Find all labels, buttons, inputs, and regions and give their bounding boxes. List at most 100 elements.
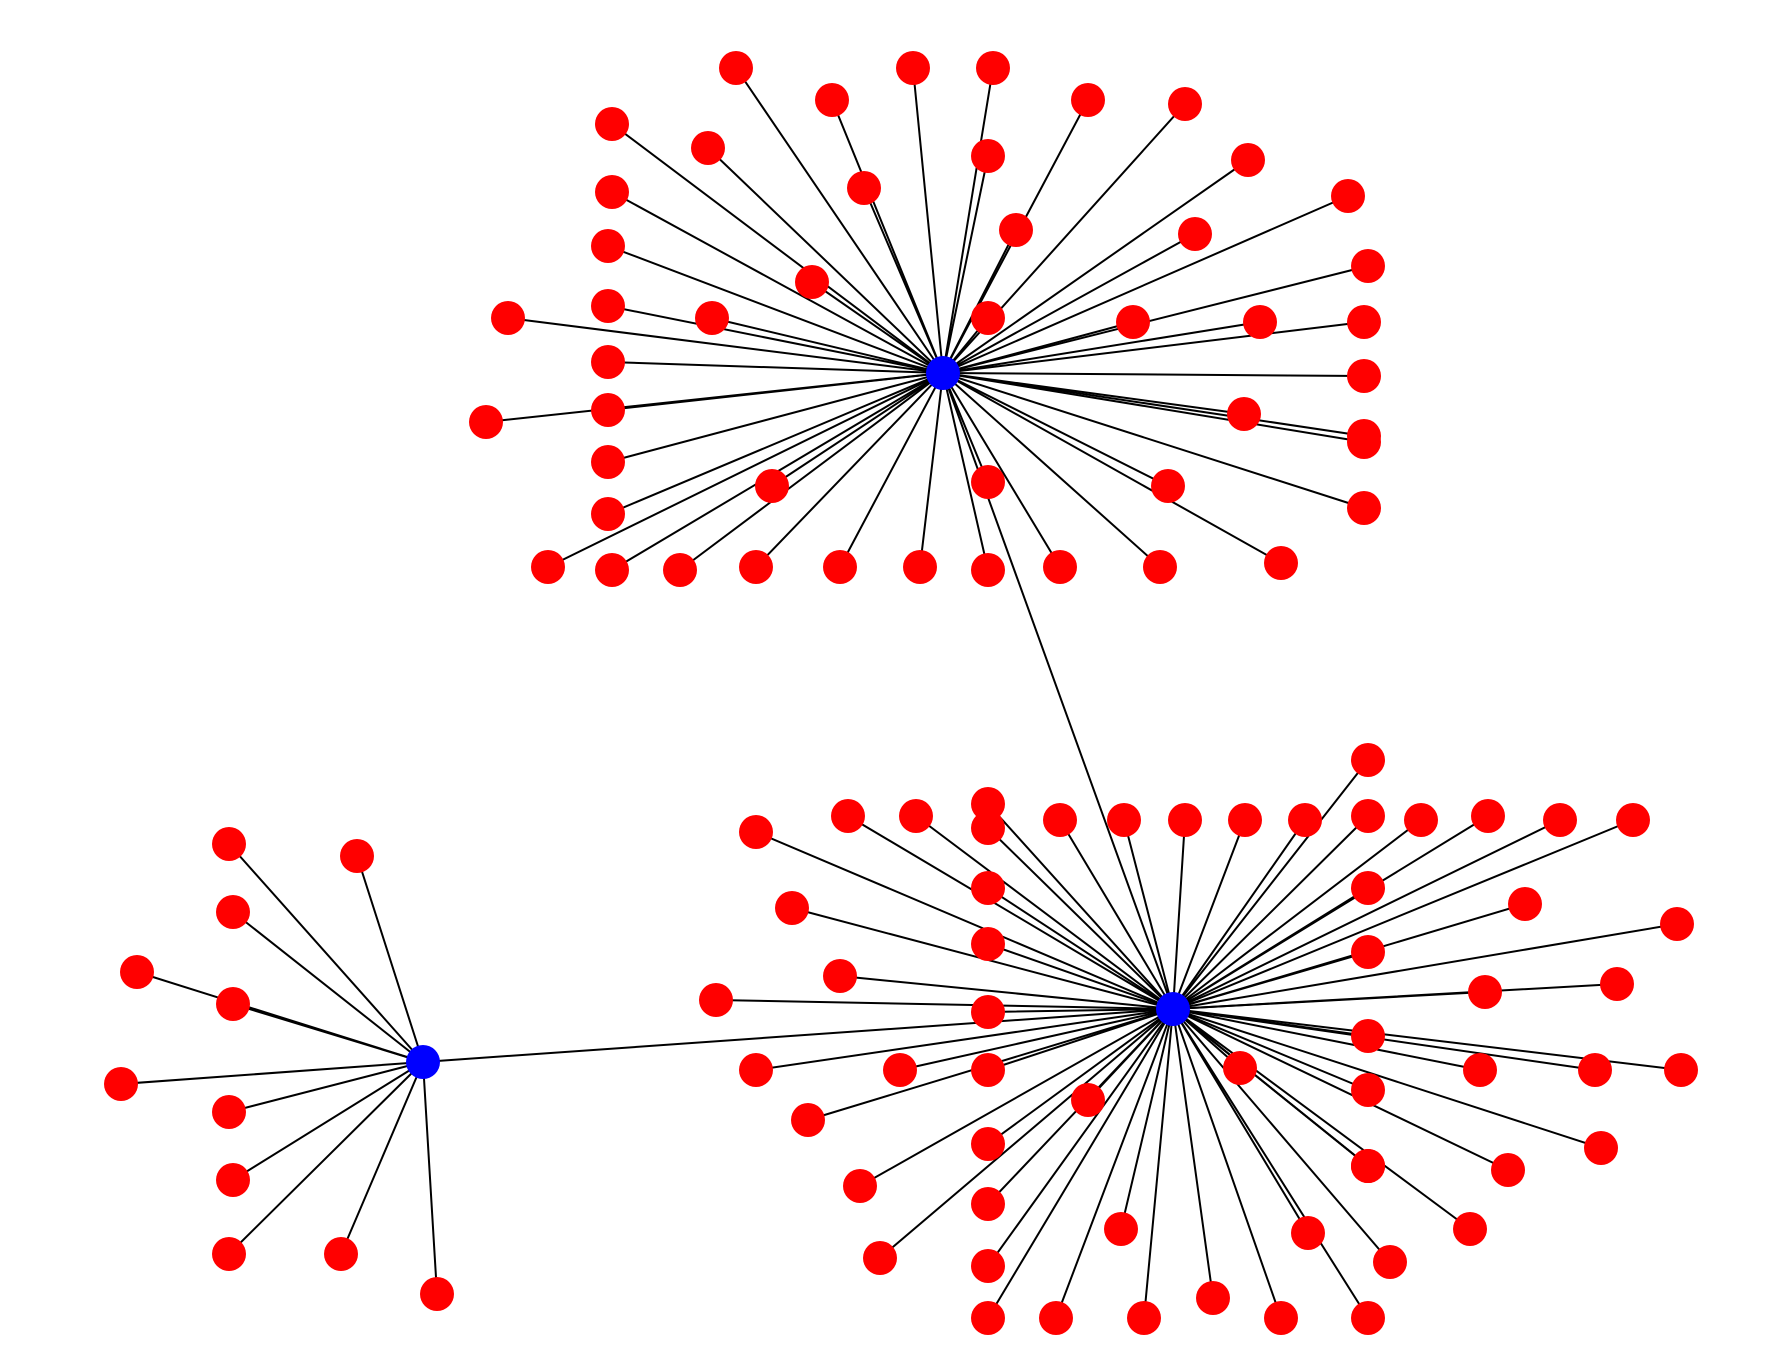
leaf-node [971, 301, 1005, 335]
leaf-edge [755, 831, 1174, 1010]
leaf-node [340, 839, 374, 873]
leaf-node [691, 131, 725, 165]
leaf-node [1351, 1073, 1385, 1107]
leaf-node [739, 815, 773, 849]
leaf-edge [755, 372, 944, 568]
leaf-node [1616, 803, 1650, 837]
leaf-node [591, 393, 625, 427]
leaf-edge [1120, 1008, 1174, 1230]
leaf-edge [340, 1061, 424, 1255]
leaf-node [1351, 871, 1385, 905]
leaf-node [971, 871, 1005, 905]
leaf-node [1107, 803, 1141, 837]
leaf-edge [942, 372, 989, 571]
leaf-node [791, 1103, 825, 1137]
leaf-edge [1172, 1008, 1369, 1319]
leaf-node [823, 550, 857, 584]
leaf-node [1660, 907, 1694, 941]
leaf-edge [607, 372, 944, 515]
leaf-edge [919, 372, 944, 568]
leaf-node [104, 1067, 138, 1101]
leaf-node [1043, 550, 1077, 584]
leaf-node [971, 1053, 1005, 1087]
leaf-node [1178, 217, 1212, 251]
leaf-node [831, 799, 865, 833]
leaf-node [469, 405, 503, 439]
leaf-edge [607, 305, 944, 374]
leaf-node [971, 787, 1005, 821]
leaf-edge [942, 372, 1282, 564]
leaf-node [1228, 803, 1262, 837]
leaf-node [1347, 491, 1381, 525]
leaf-node [815, 83, 849, 117]
leaf-node [695, 301, 729, 335]
leaf-edge [1172, 1008, 1602, 1149]
leaf-node [719, 51, 753, 85]
leaf-node [120, 955, 154, 989]
leaf-edge [942, 372, 1161, 568]
leaf-node [491, 301, 525, 335]
leaf-node [1071, 83, 1105, 117]
leaf-node [739, 550, 773, 584]
leaf-edge [607, 372, 944, 411]
leaf-edge [942, 321, 1261, 374]
leaf-edge [1172, 819, 1186, 1010]
leaf-node [1104, 1212, 1138, 1246]
leaf-node [971, 465, 1005, 499]
leaf-edge [1055, 1008, 1174, 1319]
leaf-edge [771, 372, 944, 487]
leaf-edge [1172, 983, 1618, 1010]
leaf-node [999, 213, 1033, 247]
leaf-node [591, 445, 625, 479]
leaf-edge [942, 372, 1061, 568]
leaf-node [591, 229, 625, 263]
leaf-edge [839, 372, 944, 568]
leaf-edge [707, 147, 944, 374]
leaf-edge [1172, 819, 1634, 1010]
leaf-node [1196, 1281, 1230, 1315]
leaf-edge [942, 372, 1169, 487]
leaf-edge [942, 321, 1134, 374]
leaf-node [1143, 550, 1177, 584]
leaf-node [1347, 359, 1381, 393]
leaf-node [1288, 803, 1322, 837]
leaf-node [1347, 305, 1381, 339]
hub-nodes-layer [406, 356, 1190, 1079]
leaf-node [1351, 743, 1385, 777]
leaf-node [324, 1237, 358, 1271]
leaf-edge [847, 815, 1174, 1010]
leaf-edge [942, 155, 989, 374]
leaf-edge [1172, 1008, 1471, 1230]
leaf-node [1347, 425, 1381, 459]
leaf-edge [942, 321, 1365, 374]
leaf-edge [811, 281, 944, 374]
leaf-node [847, 171, 881, 205]
leaf-node [739, 1053, 773, 1087]
leaf-node [971, 927, 1005, 961]
leaf-edge [863, 187, 944, 374]
leaf-node [595, 107, 629, 141]
leaf-edge [987, 1008, 1174, 1145]
leaf-node [1116, 305, 1150, 339]
hub-bottom-node [1156, 992, 1190, 1026]
leaf-edge [711, 317, 944, 374]
leaf-edge [859, 1008, 1174, 1187]
leaf-node [1264, 546, 1298, 580]
leaf-edge [1143, 1008, 1174, 1319]
leaf-node [1471, 799, 1505, 833]
leaf-edge [1172, 1008, 1214, 1299]
leaf-edge [1172, 1008, 1282, 1319]
hub-top-node [926, 356, 960, 390]
leaf-node [212, 1237, 246, 1271]
leaf-node [843, 1169, 877, 1203]
leaf-node [1227, 397, 1261, 431]
leaf-edge [715, 999, 1174, 1010]
leaf-edge [1172, 1008, 1369, 1091]
leaf-node [1578, 1053, 1612, 1087]
leaf-edge [1059, 819, 1174, 1010]
leaf-edge [120, 1061, 424, 1085]
leaf-node [1151, 469, 1185, 503]
leaf-node [1231, 143, 1265, 177]
leaf-node [1584, 1131, 1618, 1165]
leaf-edge [942, 372, 989, 483]
